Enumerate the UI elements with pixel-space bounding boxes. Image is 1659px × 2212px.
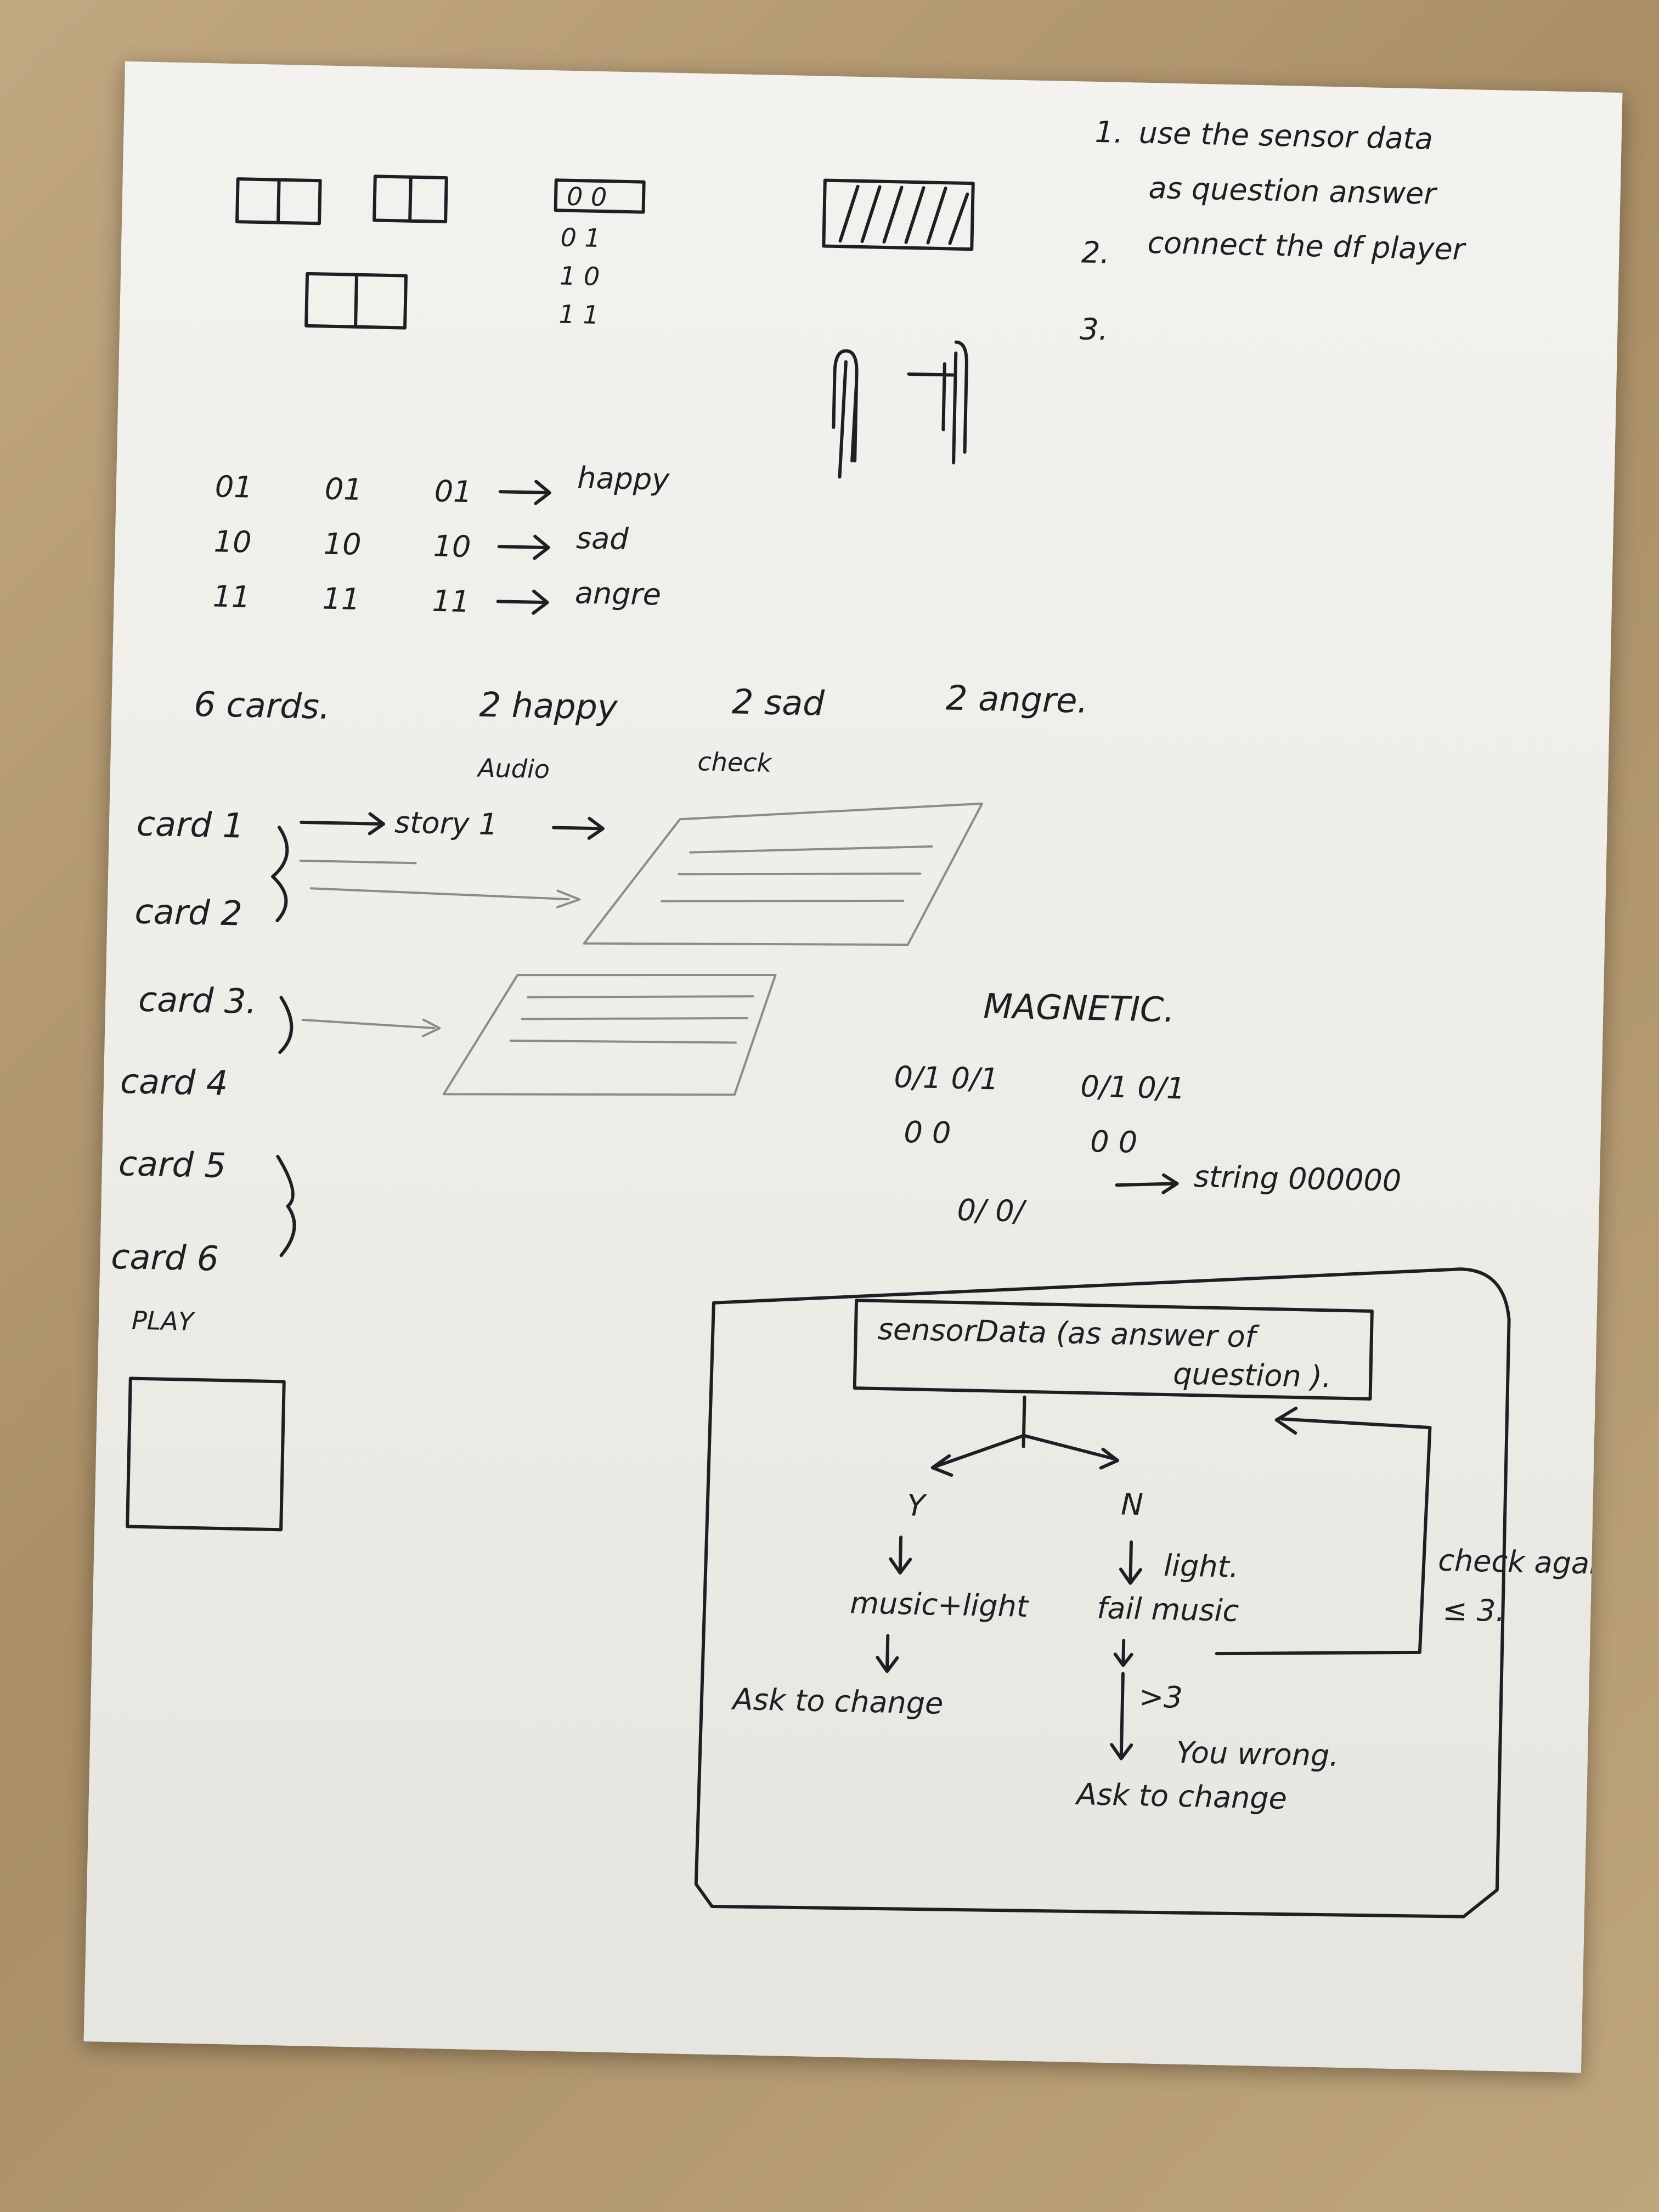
code-r2-c3: 10 bbox=[433, 529, 471, 564]
arrow-icon bbox=[497, 534, 550, 560]
todo-2-number: 2. bbox=[1081, 235, 1110, 270]
code-r1-c3: 01 bbox=[434, 474, 472, 509]
arrow-down-icon bbox=[1119, 1540, 1142, 1585]
todo-1-line-1: use the sensor data bbox=[1138, 116, 1433, 156]
led-sketch-right bbox=[907, 340, 968, 465]
code-r1-c2: 01 bbox=[324, 472, 363, 507]
arrow-icon bbox=[498, 479, 551, 505]
check-label: check bbox=[697, 747, 773, 778]
todo-list: 1. use the sensor data as question answe… bbox=[1080, 115, 1467, 347]
label-sad: sad bbox=[575, 521, 629, 556]
brace-cards-3-4 bbox=[278, 996, 294, 1054]
card-3-label: card 3. bbox=[138, 979, 257, 1022]
over-three: >3 bbox=[1138, 1679, 1183, 1715]
todo-2-text: connect the df player bbox=[1147, 225, 1466, 267]
handwritten-notes: 0 0 0 1 1 0 1 1 1. use the sensor data a… bbox=[111, 115, 1617, 1918]
pencil-card-sketch-2 bbox=[301, 973, 777, 1096]
card-count-line: 6 cards. 2 happy 2 sad 2 angre. bbox=[194, 678, 1088, 727]
string-label: string 000000 bbox=[1193, 1159, 1402, 1198]
cards-column: card 1 card 2 card 3. card 4 card 5 card… bbox=[111, 804, 296, 1279]
arrow-down-icon bbox=[1110, 1672, 1133, 1760]
ask-change-right: Ask to change bbox=[1075, 1777, 1288, 1816]
magnet-circles-right: 0 0 bbox=[1090, 1124, 1138, 1160]
magnet-codes-right: 0/1 0/1 bbox=[1080, 1069, 1186, 1106]
sensor-row-1-bits: 0 1 bbox=[560, 223, 601, 253]
pencil-card-sketch-1 bbox=[299, 802, 984, 946]
split-sad: 2 sad bbox=[731, 681, 825, 724]
led-sketch-left bbox=[832, 349, 859, 479]
magnet-circles-left: 0 0 bbox=[904, 1115, 951, 1150]
box-sketch-pair-3 bbox=[304, 272, 408, 330]
sensor-header-bits: 0 0 bbox=[567, 182, 607, 212]
magnet-codes-left: 0/1 0/1 bbox=[894, 1060, 999, 1097]
play-box-sketch bbox=[126, 1376, 286, 1532]
label-angre: angre bbox=[574, 575, 661, 612]
you-wrong: You wrong. bbox=[1176, 1735, 1339, 1773]
arrow-down-icon bbox=[876, 1634, 899, 1673]
code-r3-c1: 11 bbox=[212, 579, 251, 614]
ask-change-left: Ask to change bbox=[731, 1682, 944, 1721]
sensor-box-line-2: question ). bbox=[1173, 1356, 1332, 1394]
loop-back-arrow-icon bbox=[1215, 1407, 1432, 1656]
code-r3-c3: 11 bbox=[432, 584, 470, 619]
arrow-icon bbox=[1115, 1173, 1179, 1194]
check-again: check again bbox=[1438, 1543, 1617, 1582]
flowchart: sensorData (as answer of question ). Y N… bbox=[694, 1267, 1617, 1918]
play-label: PLAY bbox=[131, 1306, 196, 1336]
magnetic-label: MAGNETIC. bbox=[983, 986, 1175, 1030]
arrow-icon bbox=[300, 812, 386, 836]
check-limit: ≤ 3. bbox=[1442, 1593, 1505, 1628]
flowchart-outer-frame bbox=[694, 1267, 1511, 1918]
sensor-row-3-bits: 1 1 bbox=[558, 299, 599, 330]
sensor-data-box bbox=[853, 1299, 1374, 1401]
todo-3-number: 3. bbox=[1080, 312, 1109, 347]
binary-mapping-table: 01 01 01 happy 10 10 10 sad 11 11 11 ang… bbox=[212, 460, 670, 619]
branch-yes: Y bbox=[907, 1488, 928, 1523]
box-sketch-pair-1 bbox=[235, 177, 322, 225]
no-action: fail music bbox=[1097, 1591, 1239, 1628]
card-count: 6 cards. bbox=[194, 684, 331, 727]
sensor-sketch: 0 0 0 1 1 0 1 1 bbox=[554, 178, 646, 330]
code-r3-c2: 11 bbox=[322, 582, 360, 617]
label-happy: happy bbox=[577, 460, 670, 497]
brace-cards-5-6 bbox=[276, 1155, 296, 1257]
audio-label: Audio bbox=[476, 753, 550, 785]
brace-cards-1-2 bbox=[271, 825, 289, 922]
story-label: story 1 bbox=[394, 805, 498, 842]
card-1-label: card 1 bbox=[136, 804, 245, 846]
box-sketch-pair-2 bbox=[373, 174, 448, 224]
no-light: light. bbox=[1163, 1548, 1239, 1584]
split-angre: 2 angre. bbox=[945, 678, 1088, 720]
card-5-label: card 5 bbox=[118, 1143, 227, 1186]
arrow-down-icon bbox=[1113, 1639, 1133, 1667]
yes-action: music+light bbox=[850, 1585, 1030, 1624]
arrow-icon bbox=[496, 589, 549, 615]
card-6-label: card 6 bbox=[111, 1237, 219, 1279]
code-r2-c1: 10 bbox=[213, 524, 252, 559]
split-happy: 2 happy bbox=[479, 685, 619, 727]
hatched-strip-sketch bbox=[822, 178, 975, 251]
todo-1-line-2: as question answer bbox=[1148, 171, 1438, 211]
branch-no: N bbox=[1121, 1487, 1144, 1522]
code-r2-c2: 10 bbox=[323, 527, 362, 562]
todo-1-number: 1. bbox=[1094, 115, 1124, 150]
sensor-box-line-1: sensorData (as answer of bbox=[877, 1312, 1260, 1355]
card-2-label: card 2 bbox=[134, 891, 243, 934]
card-4-label: card 4 bbox=[120, 1061, 228, 1103]
sensor-row-2-bits: 1 0 bbox=[560, 261, 600, 291]
arrow-icon bbox=[552, 816, 605, 840]
code-r1-c1: 01 bbox=[215, 469, 253, 504]
small-codes: 0/ 0/ bbox=[957, 1193, 1028, 1229]
arrow-down-icon bbox=[889, 1536, 912, 1575]
paper-sheet: 0 0 0 1 1 0 1 1 1. use the sensor data a… bbox=[83, 61, 1623, 2073]
branch-arrows-icon bbox=[930, 1395, 1120, 1477]
